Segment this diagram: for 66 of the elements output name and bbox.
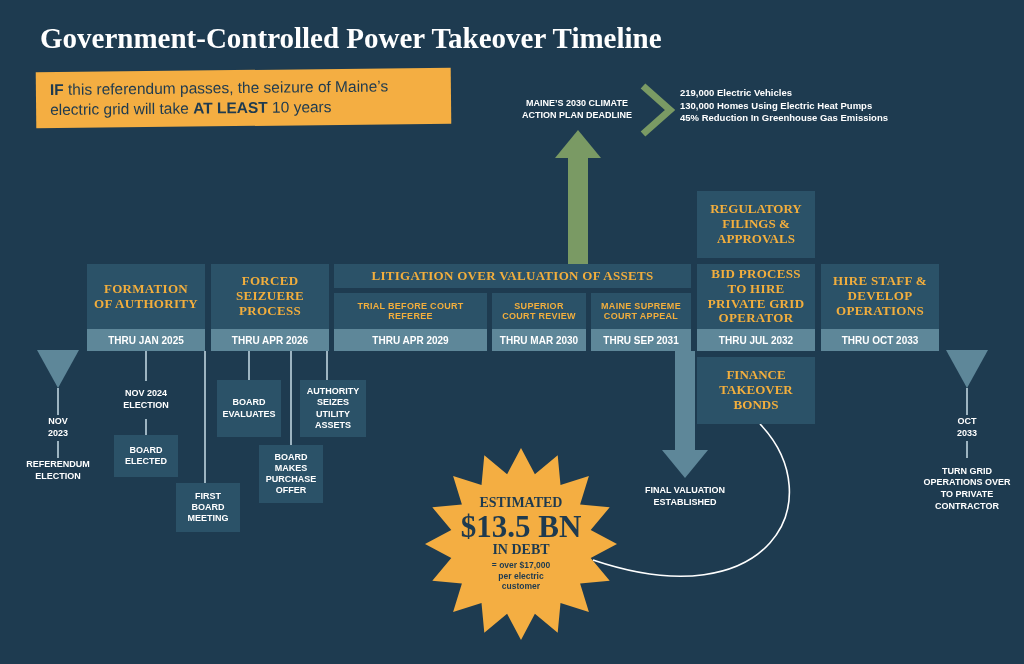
- connector-line: [248, 350, 250, 381]
- step-box: [300, 380, 366, 437]
- timeline-label: FINAL VALUATION ESTABLISHED: [644, 485, 726, 509]
- timeline-label: TURN GRID OPERATIONS OVER TO PRIVATE CONTRACTOR: [922, 465, 1012, 513]
- connector-line: [290, 350, 292, 446]
- connector-line: [57, 440, 59, 459]
- step-text: FIRST BOARD MEETING: [186, 490, 230, 525]
- phase-title: FORMATION OF AUTHORITY: [93, 279, 199, 313]
- arrow: [662, 351, 708, 478]
- goal-text: 130,000 Homes Using Electric Heat Pumps: [680, 99, 873, 113]
- step-box: [259, 445, 323, 503]
- step-title: REGULATORY FILINGS & APPROVALS: [709, 202, 803, 247]
- phase-box: [87, 264, 205, 351]
- date-bar: THRU JUL 2032: [697, 329, 815, 351]
- timeline-label: NOV 2024 ELECTION: [122, 388, 170, 412]
- timeline-label: NOV 2023: [47, 416, 69, 440]
- timeline-label: OCT 2033: [956, 416, 978, 440]
- title: Government-Controlled Power Takeover Timeline: [40, 22, 662, 55]
- phase-title: TRIAL BEFORE COURT REFEREE: [356, 299, 465, 323]
- curved-line: [592, 423, 790, 577]
- step-box: [217, 380, 281, 437]
- phase-title: LITIGATION OVER VALUATION OF ASSETS: [334, 264, 691, 288]
- phase-box: [591, 293, 691, 351]
- phase-title: HIRE STAFF & DEVELOP OPERATIONS: [832, 272, 928, 320]
- step-text: BOARD EVALUATES: [221, 397, 277, 420]
- phase-box: [334, 293, 487, 351]
- debt-text: ESTIMATED: [479, 496, 563, 511]
- date-bar: THRU OCT 2033: [821, 329, 939, 351]
- banner-text: IF this referendum passes, the seizure of Maine’s electric grid will take AT LEAST 10 years: [49, 76, 390, 121]
- debt-text: = over $17,000 per electric customer: [490, 560, 552, 592]
- phase-box: [821, 264, 939, 351]
- phase-title: SUPERIOR COURT REVIEW: [501, 299, 577, 323]
- date-bar: THRU MAR 2030: [492, 329, 586, 351]
- date-bar: THRU APR 2026: [211, 329, 329, 351]
- step-text: BOARD ELECTED: [124, 444, 168, 468]
- arrow: [555, 130, 601, 264]
- step-box: [176, 483, 240, 532]
- phase-title: FORCED SEIZUERE PROCESS: [234, 272, 306, 320]
- timeline-label: REFERENDUM ELECTION: [25, 459, 91, 483]
- phase-box: [492, 293, 586, 351]
- connector-line: [966, 440, 968, 459]
- connector-line: [145, 418, 147, 436]
- step-text: AUTHORITY SEIZES UTILITY ASSETS: [305, 386, 361, 431]
- phase-title: BID PROCESS TO HIRE PRIVATE GRID OPERATOR: [706, 264, 806, 328]
- phase-title: MAINE SUPREME COURT APPEAL: [600, 299, 682, 323]
- step-text: BOARD MAKES PURCHASE OFFER: [264, 451, 318, 497]
- step-box: [697, 191, 815, 258]
- connector-line: [57, 387, 59, 416]
- debt-text: IN DEBT: [492, 543, 550, 558]
- goal-text: 219,000 Electric Vehicles: [680, 87, 792, 100]
- connector-line: [966, 387, 968, 416]
- connector-line: [204, 350, 206, 484]
- step-box: [697, 357, 815, 424]
- step-title: FINANCE TAKEOVER BONDS: [718, 368, 794, 413]
- banner: [35, 67, 452, 129]
- phase-box: [211, 264, 329, 351]
- timeline-label: MAINE’S 2030 CLIMATE ACTION PLAN DEADLINE: [521, 98, 633, 122]
- date-bar: THRU APR 2029: [334, 329, 487, 351]
- date-bar: THRU SEP 2031: [591, 329, 691, 351]
- debt-text: $13.5 BN: [460, 510, 582, 544]
- phase-box: [697, 264, 815, 351]
- date-bar: THRU JAN 2025: [87, 329, 205, 351]
- goal-text: 45% Reduction In Greenhouse Gas Emissions: [680, 112, 888, 125]
- connector-line: [145, 350, 147, 382]
- step-box: [114, 435, 178, 477]
- connector-line: [326, 350, 328, 381]
